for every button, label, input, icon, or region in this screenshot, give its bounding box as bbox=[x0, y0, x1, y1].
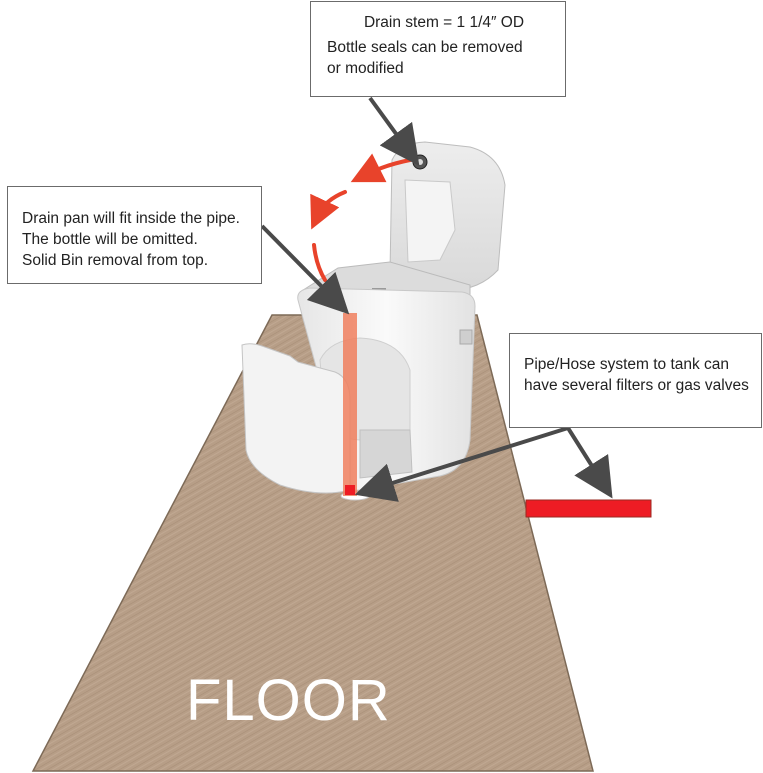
callout-pipe-hose-line-1: Pipe/Hose system to tank can bbox=[524, 356, 730, 373]
callout-pipe-hose: Pipe/Hose system to tank can have severa… bbox=[509, 333, 762, 428]
callout-drain-stem-title: Drain stem = 1 1/4″ OD bbox=[363, 14, 525, 31]
callout-drain-pan-line-3: Solid Bin removal from top. bbox=[22, 252, 209, 269]
toilet-illustration bbox=[241, 141, 506, 501]
callout-drain-pan: Drain pan will fit inside the pipe. The … bbox=[7, 186, 262, 284]
arrow-top-callout bbox=[368, 96, 420, 166]
callout-drain-pan-line-2: The bottle will be omitted. bbox=[22, 231, 198, 248]
arrow-right-callout-floor bbox=[354, 426, 569, 502]
callout-drain-stem: Drain stem = 1 1/4″ OD Bottle seals can … bbox=[310, 1, 566, 97]
floor-label: FLOOR bbox=[186, 668, 391, 733]
pointer-arrows bbox=[260, 96, 613, 502]
arrow-left-callout bbox=[260, 224, 350, 315]
callout-pipe-hose-line-2: have several filters or gas valves bbox=[524, 377, 749, 394]
callout-drain-stem-line-1: Bottle seals can be removed bbox=[327, 39, 523, 56]
callout-drain-pan-line-1: Drain pan will fit inside the pipe. bbox=[22, 210, 240, 227]
tank-pipe bbox=[525, 499, 652, 518]
drain-pipe-overlay bbox=[343, 313, 357, 496]
arrow-right-callout-pipe bbox=[566, 426, 613, 499]
callout-drain-stem-line-2: or modified bbox=[327, 60, 404, 77]
